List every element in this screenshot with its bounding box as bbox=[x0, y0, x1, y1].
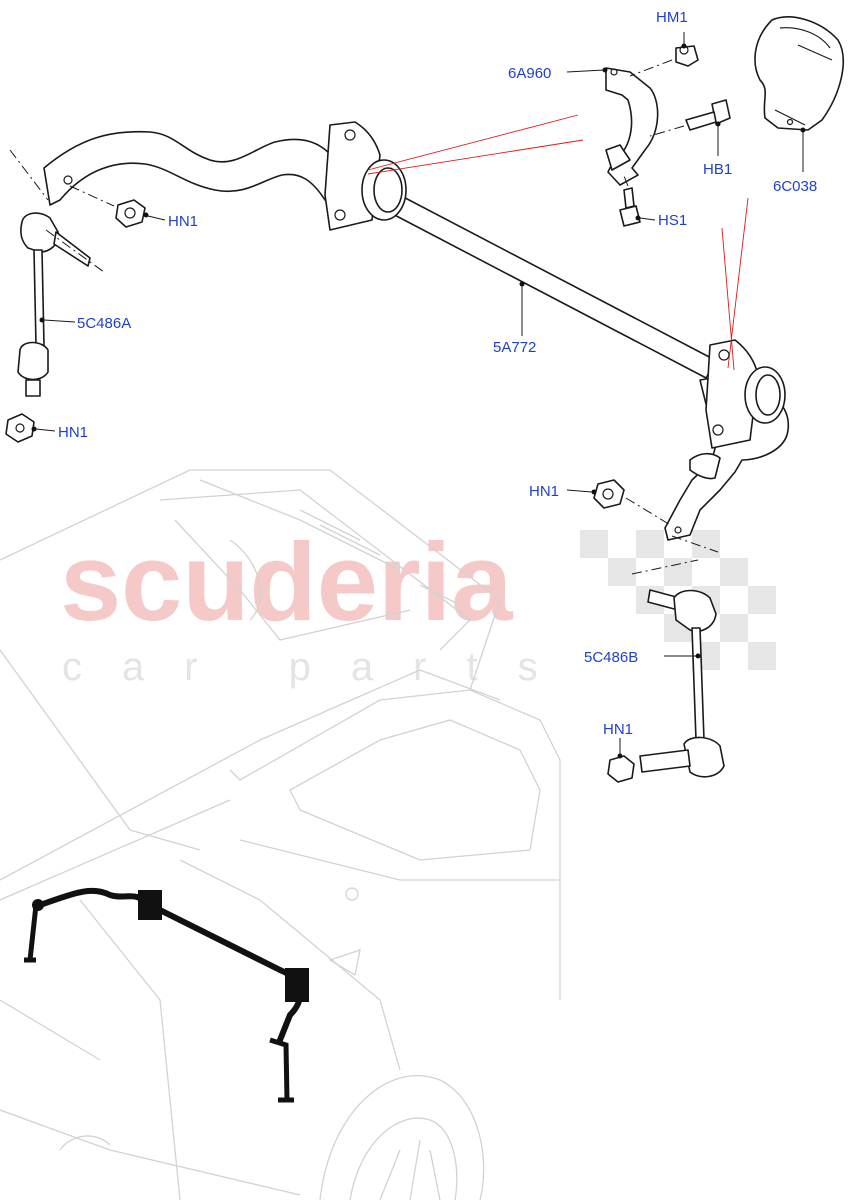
heat-shield-6c038 bbox=[754, 16, 845, 131]
label-hs1: HS1 bbox=[658, 212, 687, 229]
label-6c038: 6C038 bbox=[773, 178, 817, 195]
leader-lines bbox=[31, 32, 806, 759]
location-link-right bbox=[269, 1037, 294, 1103]
nut-hn1-top bbox=[9, 149, 146, 228]
label-5a772: 5A772 bbox=[493, 339, 536, 356]
bar-end-hole-right bbox=[674, 526, 682, 534]
callout-labels: HM1 6A960 6C038 HB1 HS1 HN1 5C486A HN1 5… bbox=[58, 9, 817, 738]
nut-hn1-right bbox=[593, 479, 719, 575]
label-hm1: HM1 bbox=[656, 9, 688, 26]
vehicle-outline bbox=[0, 469, 561, 1200]
label-5c486a: 5C486A bbox=[77, 315, 131, 332]
bolt-hb1 bbox=[649, 99, 731, 137]
watermark-brand: scuderia bbox=[60, 521, 513, 644]
bush-clamp-right bbox=[705, 339, 759, 449]
location-view bbox=[24, 887, 309, 1103]
label-hn1-top: HN1 bbox=[168, 213, 198, 230]
location-link-left bbox=[24, 904, 39, 963]
reference-lines bbox=[367, 114, 749, 371]
label-hb1: HB1 bbox=[703, 161, 732, 178]
watermark-sub: car parts bbox=[62, 645, 578, 689]
label-hn1-left: HN1 bbox=[58, 424, 88, 441]
location-bush-right bbox=[285, 968, 309, 1002]
nut-hm1 bbox=[629, 45, 699, 77]
label-5c486b: 5C486B bbox=[584, 649, 638, 666]
anti-roll-bar-5a772 bbox=[43, 121, 789, 541]
label-hn1-bottom: HN1 bbox=[603, 721, 633, 738]
bar-end-hole-left bbox=[63, 175, 73, 185]
screw-hs1 bbox=[619, 175, 641, 227]
label-6a960: 6A960 bbox=[508, 65, 551, 82]
label-hn1-right: HN1 bbox=[529, 483, 559, 500]
bracket-6a960 bbox=[605, 67, 659, 186]
location-bush-left bbox=[138, 890, 162, 920]
